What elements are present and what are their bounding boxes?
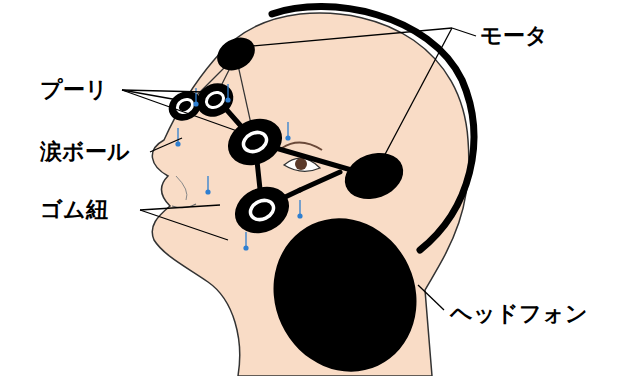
eye-iris (295, 158, 307, 170)
pulleys (163, 77, 296, 242)
part-label: ヘッドフォン (450, 302, 588, 326)
tear-balls (175, 84, 302, 251)
part-label: モータ (480, 24, 548, 48)
motor (338, 145, 409, 207)
leader-lines (122, 28, 476, 310)
motor (211, 31, 261, 77)
headphone-band (272, 7, 474, 250)
part-label: 涙ボール (40, 140, 130, 164)
part-label: ゴム紐 (40, 198, 108, 222)
cheek-line (176, 176, 187, 200)
rods (218, 100, 372, 208)
eyebrow (282, 142, 322, 150)
part-label: プーリ (40, 78, 108, 102)
